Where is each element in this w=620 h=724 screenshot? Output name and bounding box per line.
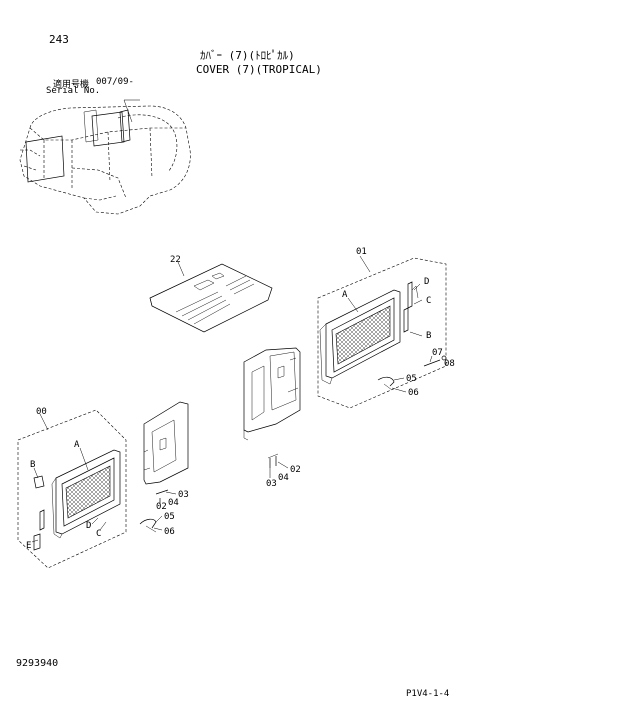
callout-mid-04: 04 [278, 473, 289, 483]
page-code: P1V4-1-4 [406, 689, 450, 699]
serial-label-japanese: 適用号機 [53, 80, 90, 90]
middle-bracket: 02 04 03 [243, 347, 301, 489]
callout-07: 07 [432, 348, 443, 358]
part-22-plate: 22 [149, 255, 273, 333]
callout-22: 22 [170, 255, 181, 265]
callout-00: 00 [36, 407, 47, 417]
callout-00-d: D [86, 521, 91, 531]
callout-01: 01 [356, 247, 367, 257]
callout-00-04: 04 [168, 498, 179, 508]
callout-mid-03: 03 [266, 479, 277, 489]
title-japanese: ｶﾊﾞｰ (7)(ﾄﾛﾋﾟｶﾙ) [200, 49, 295, 62]
callout-08: 08 [444, 359, 455, 369]
callout-00-05: 05 [164, 512, 175, 522]
callout-mid-02: 02 [290, 465, 301, 475]
callout-01-d: D [424, 277, 429, 287]
part-00-assembly: 00 A B E D C 03 04 02 05 [17, 401, 189, 569]
part-01-assembly: 01 A D C B 07 08 05 06 [317, 247, 455, 409]
document-number: 9293940 [16, 658, 59, 669]
callout-01-a: A [342, 290, 348, 300]
callout-00-06: 06 [164, 527, 175, 537]
callout-00-b: B [30, 460, 35, 470]
title-english: COVER (7)(TROPICAL) [196, 63, 322, 76]
callout-01-b: B [426, 331, 431, 341]
callout-00-02: 02 [156, 502, 167, 512]
callout-00-03: 03 [178, 490, 189, 500]
callout-01-c: C [426, 296, 431, 306]
serial-range: 007/09- [96, 77, 134, 87]
callout-00-e: E [26, 541, 31, 551]
callout-00-a: A [74, 440, 80, 450]
machine-overview [19, 99, 191, 215]
callout-01-05: 05 [406, 374, 417, 384]
page-number: 243 [49, 33, 69, 46]
serial-label-english: Serial No. [46, 86, 101, 96]
callout-00-c: C [96, 529, 101, 539]
callout-01-06: 06 [408, 388, 419, 398]
